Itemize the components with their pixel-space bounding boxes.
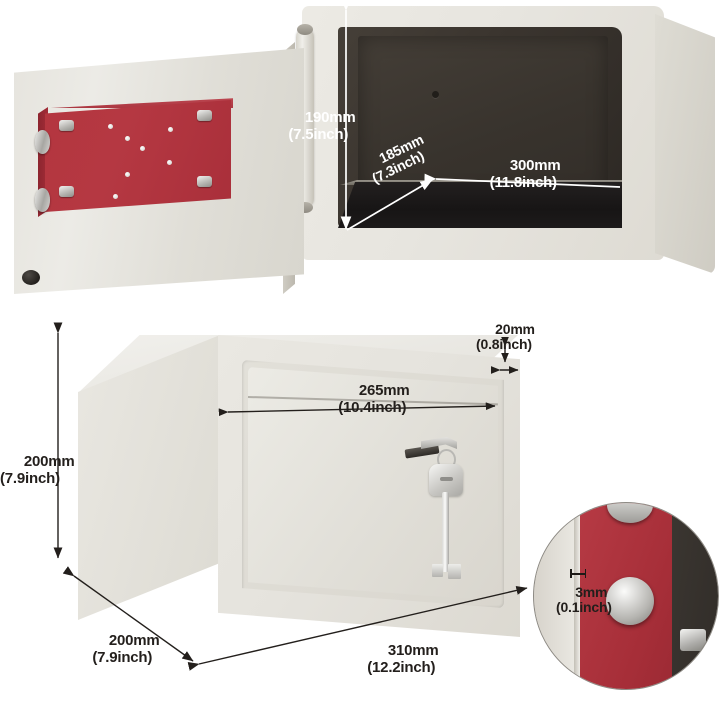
key-bit-right xyxy=(448,564,461,579)
key-shaft xyxy=(442,492,449,572)
inset-door-gap xyxy=(574,503,580,689)
label-exterior-width: 310mm(12.2inch) xyxy=(367,641,439,676)
key-head xyxy=(429,464,463,496)
housing-bolt-top-right xyxy=(197,110,212,121)
inset-door-face xyxy=(534,503,574,689)
open-safe-illustration: 190mm(7.5inch) 185mm(7.3inch) 300mm(11.8… xyxy=(0,0,720,300)
red-lock-housing xyxy=(45,100,231,212)
housing-rivet-7 xyxy=(113,194,118,199)
arrow-interior-width xyxy=(424,173,621,188)
housing-rivet-6 xyxy=(125,172,130,177)
housing-rivet-4 xyxy=(168,127,173,132)
housing-rivet-2 xyxy=(125,136,130,141)
label-wall-thickness: 20mm(0.8inch) xyxy=(476,320,535,353)
housing-rivet-1 xyxy=(108,124,113,129)
inset-hex-screw xyxy=(680,629,706,651)
locking-bolt-lower xyxy=(35,188,50,212)
key-bit-left xyxy=(432,564,443,577)
label-exterior-height: 200mm(7.9inch) xyxy=(0,452,75,487)
hinge-cap-top xyxy=(297,24,313,35)
label-interior-height: 190mm(7.5inch) xyxy=(288,108,356,143)
arrow-exterior-width xyxy=(187,586,528,671)
closed-safe-illustration: 200mm(7.9inch) 200mm(7.9inch) 310mm(12.2… xyxy=(0,300,720,691)
label-exterior-depth: 200mm(7.9inch) xyxy=(92,631,160,666)
safe-body-side xyxy=(655,14,715,274)
hinge-cap-bottom xyxy=(297,202,313,213)
door-rubber-foot xyxy=(22,270,40,285)
locking-bolt-upper xyxy=(35,130,50,154)
inset-bolt-top xyxy=(607,503,653,523)
interior-anchor-hole xyxy=(432,91,439,98)
housing-rivet-3 xyxy=(140,146,145,151)
housing-bolt-bottom-right xyxy=(197,176,212,187)
label-interior-width: 300mm(11.8inch) xyxy=(489,156,561,191)
inset-background-shadow xyxy=(672,503,718,689)
label-plate-thickness: 3mm(0.1inch) xyxy=(556,583,612,616)
housing-bolt-bottom-left xyxy=(59,186,74,197)
housing-bolt-top-left xyxy=(59,120,74,131)
safe-dimension-diagram: 190mm(7.5inch) 185mm(7.3inch) 300mm(11.8… xyxy=(0,0,720,691)
lock-plate-detail-inset xyxy=(533,502,719,690)
arrow-interior-depth xyxy=(346,179,433,231)
inset-bolt-center xyxy=(606,577,654,625)
lock-housing-side xyxy=(38,107,48,217)
safe-interior-back-wall xyxy=(358,36,608,196)
interior-carpet-floor xyxy=(338,182,622,228)
inset-thickness-tick xyxy=(570,570,586,577)
bottom-dimension-arrows xyxy=(53,322,528,671)
arrow-door-width xyxy=(218,402,496,417)
label-door-width: 265mm(10.4inch) xyxy=(338,381,410,416)
top-dimension-arrows xyxy=(340,0,621,231)
arrow-exterior-depth xyxy=(62,566,194,662)
housing-rivet-5 xyxy=(167,160,172,165)
